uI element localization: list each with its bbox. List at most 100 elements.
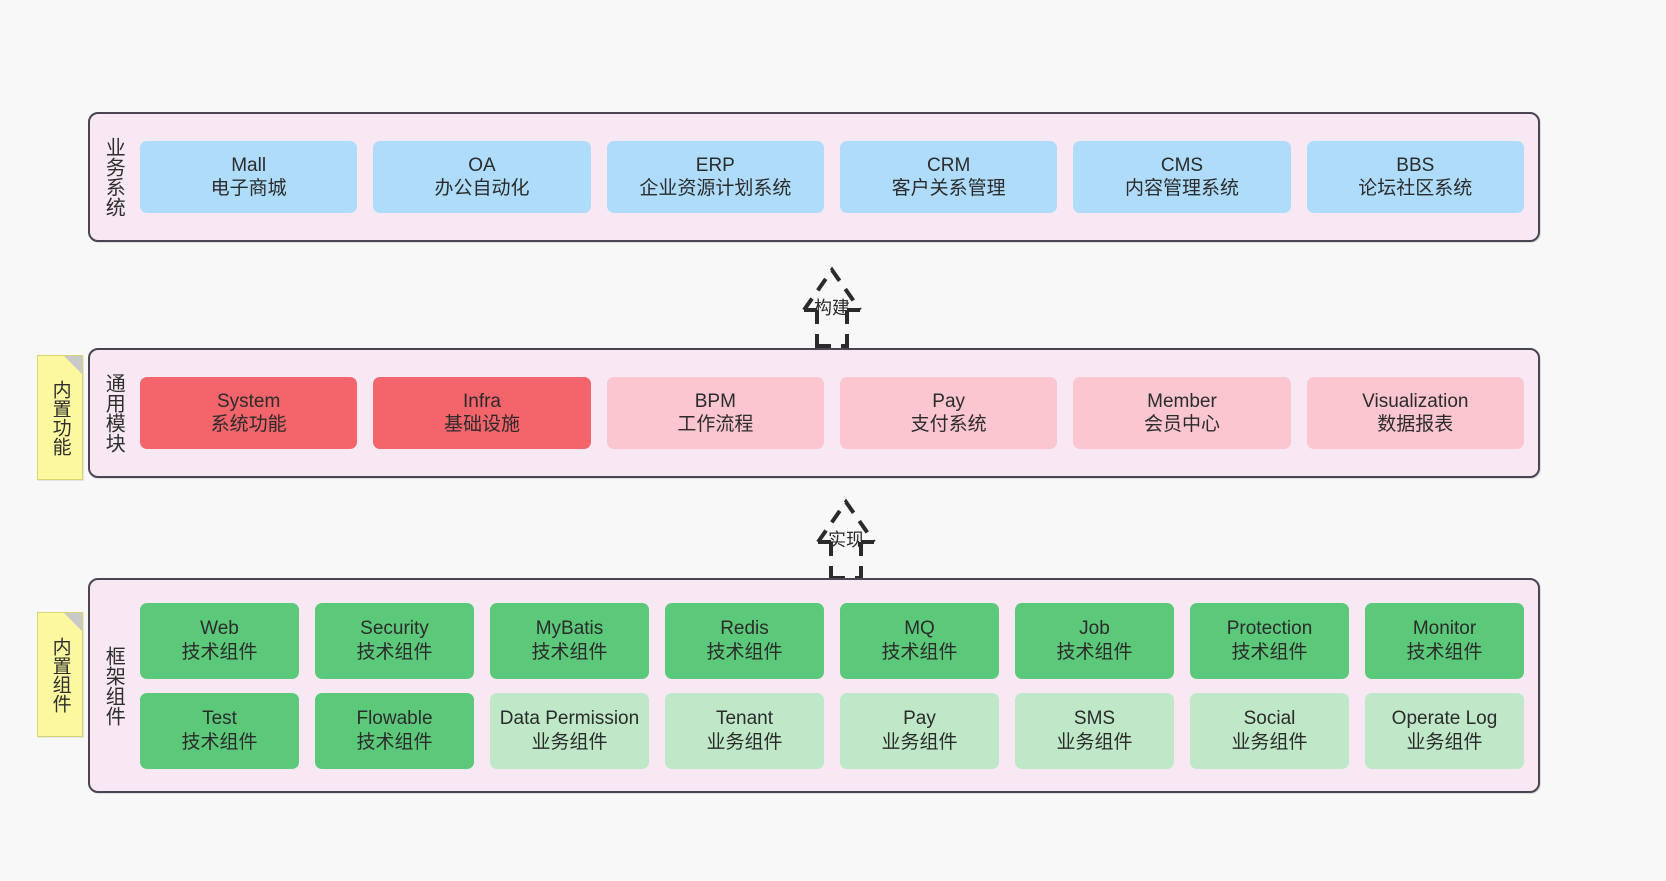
node-crm[interactable]: CRM 客户关系管理 bbox=[839, 141, 1058, 213]
node-subtitle: 业务组件 bbox=[1406, 731, 1483, 753]
node-subtitle: 技术组件 bbox=[356, 731, 433, 753]
node-subtitle: 系统功能 bbox=[210, 414, 287, 435]
node-tenant[interactable]: Tenant 业务组件 bbox=[665, 692, 824, 769]
node-title: Security bbox=[360, 618, 429, 640]
arrow-label-implement: 实现 bbox=[828, 530, 864, 550]
sticky-note-label: 内置组件 bbox=[49, 636, 71, 713]
node-subtitle: 技术组件 bbox=[531, 641, 608, 663]
node-title: Data Permission bbox=[499, 708, 640, 730]
arrow-implement: 实现 bbox=[766, 490, 926, 580]
node-subtitle: 技术组件 bbox=[356, 641, 433, 663]
layer-title-common: 通用模块 bbox=[102, 373, 125, 453]
layer-row: Mall 电子商城 OA 办公自动化 ERP 企业资源计划系统 CRM 客户关系… bbox=[140, 141, 1524, 213]
node-title: Social bbox=[1243, 708, 1296, 730]
node-subtitle: 技术组件 bbox=[181, 641, 258, 663]
node-mq[interactable]: MQ 技术组件 bbox=[840, 602, 999, 679]
node-erp[interactable]: ERP 企业资源计划系统 bbox=[606, 141, 824, 213]
node-title: Redis bbox=[720, 618, 769, 640]
node-system[interactable]: System 系统功能 bbox=[140, 377, 358, 449]
node-subtitle: 客户关系管理 bbox=[891, 178, 1006, 199]
node-mall[interactable]: Mall 电子商城 bbox=[140, 141, 358, 213]
node-title: ERP bbox=[695, 154, 735, 176]
node-title: Operate Log bbox=[1391, 708, 1498, 730]
node-subtitle: 技术组件 bbox=[1231, 641, 1308, 663]
layer-body-framework: Web 技术组件 Security 技术组件 MyBatis 技术组件 Redi… bbox=[136, 580, 1538, 791]
node-subtitle: 业务组件 bbox=[706, 731, 783, 753]
arrow-build: 构建 bbox=[752, 258, 912, 348]
node-security[interactable]: Security 技术组件 bbox=[315, 602, 474, 679]
node-protection[interactable]: Protection 技术组件 bbox=[1190, 602, 1349, 679]
node-title: Mall bbox=[231, 154, 267, 176]
arrow-label-build: 构建 bbox=[814, 298, 850, 318]
layer-business-systems: 业务系统 Mall 电子商城 OA 办公自动化 ERP 企业资源计划系统 CRM… bbox=[88, 112, 1540, 242]
node-title: BBS bbox=[1396, 154, 1435, 176]
node-title: System bbox=[216, 390, 281, 412]
node-subtitle: 业务组件 bbox=[881, 731, 958, 753]
node-title: Member bbox=[1147, 390, 1217, 412]
layer-common-modules: 通用模块 System 系统功能 Infra 基础设施 BPM 工作流程 Pay… bbox=[88, 348, 1540, 478]
node-subtitle: 支付系统 bbox=[910, 414, 987, 435]
node-subtitle: 内容管理系统 bbox=[1124, 178, 1239, 199]
node-title: Monitor bbox=[1412, 618, 1477, 640]
node-title: MyBatis bbox=[535, 618, 604, 640]
node-operate-log[interactable]: Operate Log 业务组件 bbox=[1365, 692, 1524, 769]
node-oa[interactable]: OA 办公自动化 bbox=[373, 141, 591, 213]
node-subtitle: 技术组件 bbox=[181, 731, 258, 753]
node-title: Visualization bbox=[1362, 390, 1469, 412]
node-subtitle: 业务组件 bbox=[1231, 731, 1308, 753]
node-subtitle: 技术组件 bbox=[706, 641, 783, 663]
node-subtitle: 办公自动化 bbox=[434, 178, 530, 199]
node-mybatis[interactable]: MyBatis 技术组件 bbox=[490, 602, 649, 679]
layer-row: System 系统功能 Infra 基础设施 BPM 工作流程 Pay 支付系统… bbox=[140, 377, 1524, 449]
node-test[interactable]: Test 技术组件 bbox=[140, 692, 299, 769]
sticky-note-builtin-features: 内置功能 bbox=[37, 355, 83, 480]
node-subtitle: 业务组件 bbox=[1056, 731, 1133, 753]
sticky-note-label: 内置功能 bbox=[49, 379, 71, 456]
node-data-permission[interactable]: Data Permission 业务组件 bbox=[490, 692, 649, 769]
node-title: Pay bbox=[903, 708, 936, 730]
node-title: SMS bbox=[1073, 708, 1116, 730]
node-subtitle: 业务组件 bbox=[531, 731, 608, 753]
node-title: CRM bbox=[927, 154, 971, 176]
node-subtitle: 论坛社区系统 bbox=[1358, 178, 1473, 199]
layer-title-framework: 框架组件 bbox=[102, 645, 125, 726]
node-subtitle: 技术组件 bbox=[1056, 641, 1133, 663]
layer-row: Test 技术组件 Flowable 技术组件 Data Permission … bbox=[140, 692, 1524, 769]
node-web[interactable]: Web 技术组件 bbox=[140, 602, 299, 679]
arrow-head-dashed bbox=[816, 498, 876, 544]
node-bpm[interactable]: BPM 工作流程 bbox=[606, 377, 824, 449]
node-sms[interactable]: SMS 业务组件 bbox=[1015, 692, 1174, 769]
node-subtitle: 基础设施 bbox=[443, 414, 520, 435]
node-title: Flowable bbox=[356, 708, 433, 730]
node-bbs[interactable]: BBS 论坛社区系统 bbox=[1306, 141, 1524, 213]
arrow-head-dashed bbox=[802, 266, 862, 312]
node-title: Job bbox=[1079, 618, 1110, 640]
node-title: Test bbox=[202, 708, 237, 730]
node-title: MQ bbox=[904, 618, 935, 640]
node-flowable[interactable]: Flowable 技术组件 bbox=[315, 692, 474, 769]
node-title: OA bbox=[468, 154, 496, 176]
node-subtitle: 数据报表 bbox=[1377, 414, 1454, 435]
node-redis[interactable]: Redis 技术组件 bbox=[665, 602, 824, 679]
node-pay[interactable]: Pay 支付系统 bbox=[839, 377, 1058, 449]
node-title: Protection bbox=[1226, 618, 1313, 640]
node-title: Tenant bbox=[715, 708, 774, 730]
node-subtitle: 企业资源计划系统 bbox=[639, 178, 792, 199]
node-member[interactable]: Member 会员中心 bbox=[1073, 377, 1291, 449]
node-subtitle: 技术组件 bbox=[1406, 641, 1483, 663]
node-monitor[interactable]: Monitor 技术组件 bbox=[1365, 602, 1524, 679]
node-pay-biz[interactable]: Pay 业务组件 bbox=[840, 692, 999, 769]
node-title: CMS bbox=[1160, 154, 1204, 176]
node-visualization[interactable]: Visualization 数据报表 bbox=[1306, 377, 1524, 449]
node-subtitle: 技术组件 bbox=[881, 641, 958, 663]
layer-body-business: Mall 电子商城 OA 办公自动化 ERP 企业资源计划系统 CRM 客户关系… bbox=[136, 114, 1538, 240]
node-job[interactable]: Job 技术组件 bbox=[1015, 602, 1174, 679]
node-subtitle: 会员中心 bbox=[1143, 414, 1220, 435]
node-infra[interactable]: Infra 基础设施 bbox=[373, 377, 591, 449]
layer-framework-components: 框架组件 Web 技术组件 Security 技术组件 MyBatis 技术组件… bbox=[88, 578, 1540, 793]
node-social[interactable]: Social 业务组件 bbox=[1190, 692, 1349, 769]
node-cms[interactable]: CMS 内容管理系统 bbox=[1073, 141, 1291, 213]
node-title: Web bbox=[200, 618, 239, 640]
node-subtitle: 电子商城 bbox=[210, 178, 287, 199]
